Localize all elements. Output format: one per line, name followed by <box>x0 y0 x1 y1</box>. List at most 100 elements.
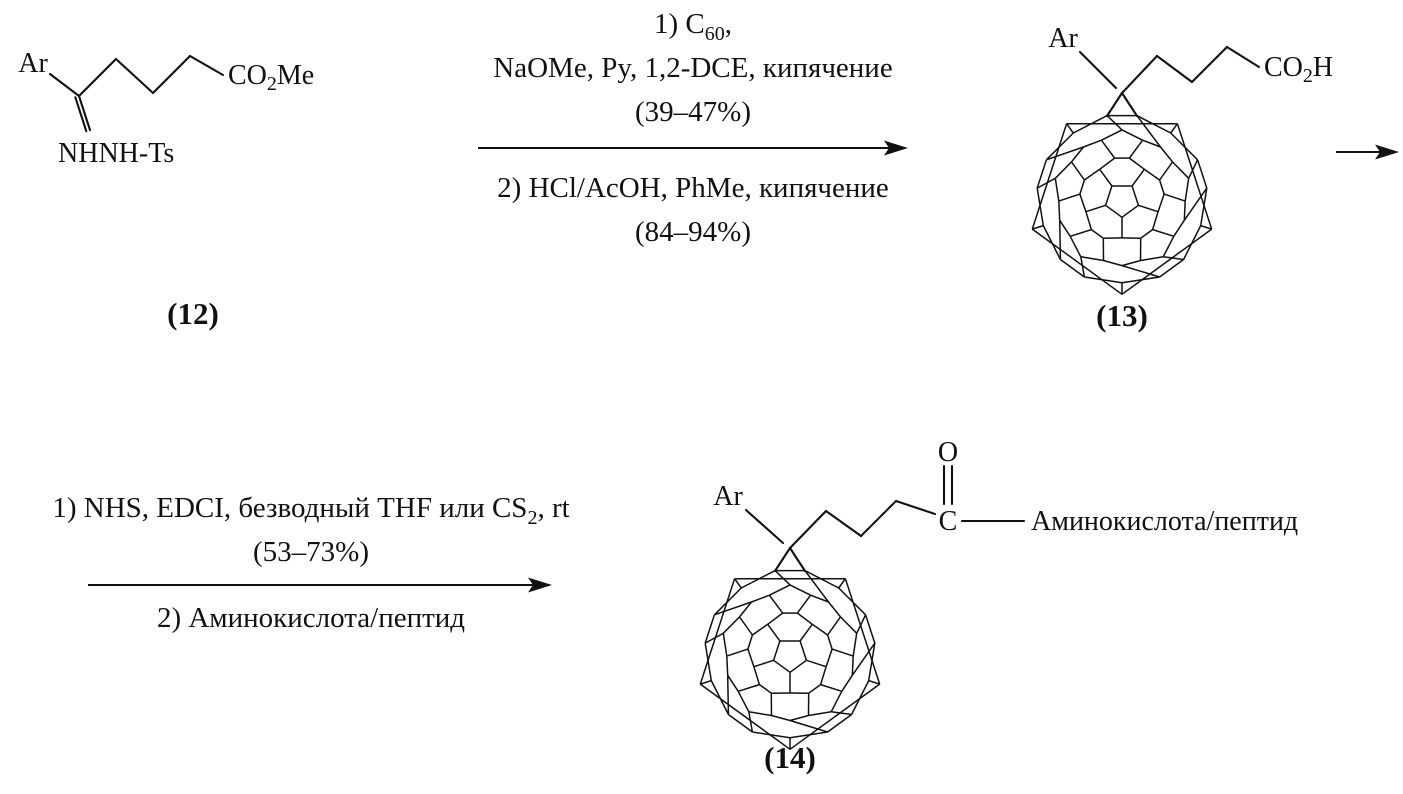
cage-bond <box>1196 159 1208 189</box>
bond <box>188 54 225 77</box>
condition-yield: (84–94%) <box>635 216 751 248</box>
subscript: 60 <box>704 22 725 45</box>
cage-bond <box>1069 235 1082 258</box>
cage-bond <box>773 659 791 673</box>
cage-bond <box>738 616 754 636</box>
cage-bond <box>1121 259 1141 267</box>
cage-bond <box>704 614 716 644</box>
cage-bond <box>841 674 853 692</box>
cage-bond <box>1152 228 1175 238</box>
methyl-ester-label: CO2Me <box>228 60 314 95</box>
cage-bond <box>1100 139 1116 159</box>
cage-bond <box>1079 193 1087 212</box>
cage-bond <box>1121 129 1143 141</box>
cage-bond <box>727 713 753 733</box>
cage-bond <box>838 578 847 589</box>
cage-bond <box>767 623 781 642</box>
cage-bond <box>1031 228 1123 295</box>
cage-bond <box>748 711 772 717</box>
cage-bond <box>1080 256 1104 262</box>
cage-bond <box>753 666 761 685</box>
cage-bond <box>1163 256 1184 261</box>
cage-bond <box>851 656 854 676</box>
cage-bond <box>820 683 843 693</box>
cage-bond <box>864 614 876 644</box>
cage-bond <box>1142 139 1161 148</box>
cage-bond <box>1183 201 1186 221</box>
text-part: 1) NHS, EDCI, безводный THF или CS <box>52 492 528 524</box>
cage-bond <box>789 719 828 733</box>
cage-bond <box>704 632 724 644</box>
cage-bond <box>700 679 712 685</box>
cage-bond <box>799 640 808 661</box>
cage-bond <box>772 640 781 661</box>
cage-bond <box>796 594 812 614</box>
cage-bond <box>1036 177 1056 189</box>
cage-bond <box>1159 258 1185 278</box>
cage-bond <box>1173 219 1185 237</box>
text-part: , <box>724 8 732 40</box>
cage-bond <box>1099 168 1113 187</box>
condition-line: NaOMe, Py, 1,2-DCE, кипячение <box>493 52 893 84</box>
cage-bond <box>827 601 842 618</box>
cage-bond <box>789 714 809 722</box>
cage-bond <box>852 633 858 657</box>
cage-bond <box>1085 211 1093 230</box>
bond <box>151 54 192 95</box>
cage-bond <box>1065 123 1074 134</box>
cage-bond <box>1090 228 1104 239</box>
cage-bond <box>1059 258 1085 278</box>
aryl-group-label: Ar <box>18 48 48 79</box>
cage-bond <box>1131 168 1145 187</box>
formula-suffix: H <box>1313 52 1333 83</box>
text-part: 1) C <box>654 8 705 40</box>
cage-bond <box>1140 228 1154 239</box>
cage-bond <box>768 594 784 614</box>
cage-bond <box>808 711 832 717</box>
cage-bond <box>1128 139 1144 159</box>
cage-bond <box>1080 256 1086 278</box>
cage-bond <box>1121 204 1139 218</box>
text-part: , rt <box>537 492 570 524</box>
cage-bond <box>811 623 829 636</box>
cage-bond <box>1083 168 1101 181</box>
condition-line: 1) NHS, EDCI, безводный THF или CS2, rt <box>5 486 617 530</box>
aryl-group-label: Ar <box>713 481 743 512</box>
cage-bond <box>727 674 739 692</box>
subscript: 2 <box>527 506 538 529</box>
arrow-head <box>528 577 552 593</box>
cage-bond <box>1070 146 1085 163</box>
cage-bond <box>1083 139 1102 148</box>
cage-bond <box>769 584 791 596</box>
bond <box>48 72 81 98</box>
cage-bond <box>796 612 813 625</box>
step1-conditions-above: 1) C60, NaOMe, Py, 1,2-DCE, кипячение (3… <box>433 2 953 134</box>
cage-bond <box>737 690 750 713</box>
cage-bond <box>810 594 829 603</box>
bond <box>77 57 118 98</box>
condition-line: 2) Аминокислота/пептид <box>156 602 466 634</box>
reaction-arrow-1 <box>478 140 908 156</box>
cage-bond <box>1058 201 1061 221</box>
step1-conditions-below: 2) HCl/AcOH, PhMe, кипячение (84–94%) <box>433 166 953 254</box>
cage-bond <box>1069 228 1092 238</box>
cage-bond <box>1054 161 1073 179</box>
cage-bond <box>1070 161 1086 181</box>
double-bond-line <box>77 94 92 132</box>
fullerene-c60-cage <box>699 569 881 750</box>
carbonyl-carbon-label: C <box>939 506 958 537</box>
reaction-arrow-2 <box>88 577 552 593</box>
cage-bond <box>1121 264 1160 278</box>
cage-bond <box>1151 211 1159 230</box>
cage-bond <box>1143 168 1161 181</box>
compound-14-structure: Ar C O Аминокислота/пептид <box>699 437 1298 750</box>
cage-bond <box>1157 193 1165 212</box>
cage-bond <box>1031 123 1068 230</box>
cage-bond <box>747 648 755 667</box>
cage-bond <box>753 659 774 668</box>
cage-bond <box>806 659 827 668</box>
cage-bond <box>789 683 881 750</box>
cage-bond <box>1085 204 1106 213</box>
